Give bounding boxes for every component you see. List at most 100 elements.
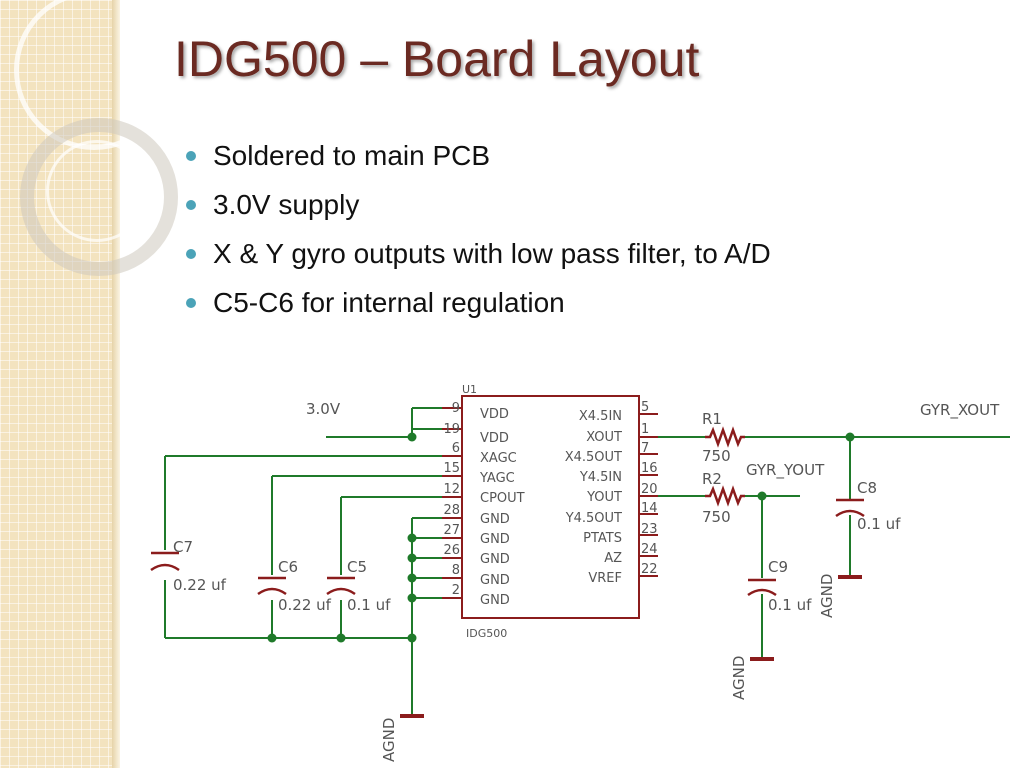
pin-name: GND	[480, 573, 510, 588]
pin-number: 19	[443, 422, 460, 437]
junction-dot	[407, 533, 417, 543]
pin-number: 14	[641, 501, 658, 516]
bullet-dot-icon	[186, 200, 196, 210]
agnd-label: AGND	[730, 656, 748, 700]
capacitor-labels: C7 0.22 uf C6 0.22 uf C5 0.1 uf C8 0.1 u…	[173, 479, 901, 614]
pin-number: 1	[641, 422, 649, 437]
ground-labels: AGND AGND AGND	[380, 574, 836, 762]
pin-number: 12	[443, 482, 460, 497]
chip-pins-left	[442, 407, 462, 599]
junction-dot	[757, 491, 767, 501]
pin-number: 23	[641, 522, 658, 537]
junction-dot	[407, 553, 417, 563]
pin-number: 28	[443, 503, 460, 518]
pin-name: GND	[480, 512, 510, 527]
r1-ref: R1	[702, 410, 722, 428]
bullet-dot-icon	[186, 249, 196, 259]
agnd-label: AGND	[380, 718, 398, 762]
pin-name: GND	[480, 593, 510, 608]
pin-number: 22	[641, 562, 658, 577]
pin-name: AZ	[604, 551, 622, 566]
ground-symbols	[400, 575, 862, 718]
c7-ref: C7	[173, 538, 193, 556]
junction-dot	[845, 432, 855, 442]
pin-number: 8	[452, 563, 460, 578]
pin-name: GND	[480, 552, 510, 567]
bullet-item: C5-C6 for internal regulation	[186, 285, 771, 334]
bullet-dot-icon	[186, 151, 196, 161]
r2-value: 750	[702, 508, 731, 526]
c6-value: 0.22 uf	[278, 596, 332, 614]
capacitor-c7-icon	[150, 551, 180, 572]
pin-number: 2	[452, 583, 460, 598]
chip-pins-right	[639, 413, 658, 577]
bullet-item: X & Y gyro outputs with low pass filter,…	[186, 236, 771, 285]
capacitor-c9-icon	[747, 578, 777, 597]
pin-name: Y4.5OUT	[565, 511, 622, 526]
pin-number: 9	[452, 401, 460, 416]
pin-name: XOUT	[586, 430, 622, 445]
resistor-labels: R1 750 R2 750	[702, 410, 731, 526]
c5-ref: C5	[347, 558, 367, 576]
pin-name: GND	[480, 532, 510, 547]
c8-ref: C8	[857, 479, 877, 497]
pin-name: VDD	[480, 431, 509, 446]
pin-name: XAGC	[480, 451, 517, 466]
pin-number: 6	[452, 441, 460, 456]
pin-name: X4.5IN	[579, 409, 622, 424]
agnd-label: AGND	[818, 574, 836, 618]
bullet-dot-icon	[186, 298, 196, 308]
pin-name: YAGC	[479, 471, 515, 486]
pin-name: VDD	[480, 407, 509, 422]
pin-name: X4.5OUT	[565, 450, 622, 465]
resistor-r2-icon	[705, 485, 745, 507]
junction-dot	[336, 633, 346, 643]
pin-number: 5	[641, 400, 649, 415]
slide-title: IDG500 – Board Layout	[174, 31, 700, 87]
resistor-r1-icon	[705, 426, 745, 448]
bullet-item: 3.0V supply	[186, 187, 771, 236]
capacitor-symbols	[150, 498, 865, 597]
pin-number: 15	[443, 461, 460, 476]
r2-ref: R2	[702, 470, 722, 488]
junction-dot	[407, 432, 417, 442]
pin-number: 16	[641, 461, 658, 476]
c7-value: 0.22 uf	[173, 576, 227, 594]
left-pin-numbers: 9 19 6 15 12 28 27 26 8 2	[443, 401, 460, 598]
capacitor-c8-icon	[835, 498, 865, 518]
sidebar-edge	[112, 0, 120, 768]
chip-body	[461, 395, 640, 619]
junction-dot	[267, 633, 277, 643]
pin-number: 27	[443, 523, 460, 538]
pin-number: 24	[641, 542, 658, 557]
pin-name: CPOUT	[480, 491, 525, 506]
bullet-item: Soldered to main PCB	[186, 138, 771, 187]
bullet-list: Soldered to main PCB 3.0V supply X & Y g…	[186, 138, 771, 334]
junction-dot	[407, 633, 417, 643]
pin-name: Y4.5IN	[579, 470, 622, 485]
chip-ref-label: U1	[462, 383, 477, 396]
pin-number: 20	[641, 482, 658, 497]
capacitor-c5-icon	[326, 576, 356, 596]
resistor-symbols	[705, 426, 745, 507]
junction-dot	[407, 593, 417, 603]
right-pin-names: X4.5IN XOUT X4.5OUT Y4.5IN YOUT Y4.5OUT …	[565, 409, 622, 586]
r1-value: 750	[702, 447, 731, 465]
pin-name: YOUT	[586, 490, 622, 505]
pin-name: VREF	[588, 571, 622, 586]
c6-ref: C6	[278, 558, 298, 576]
right-pin-numbers: 5 1 7 16 20 14 23 24 22	[641, 400, 658, 577]
decorative-ring	[46, 140, 148, 242]
pin-number: 26	[443, 543, 460, 558]
c5-value: 0.1 uf	[347, 596, 391, 614]
pin-name: PTATS	[583, 531, 622, 546]
left-pin-names: VDD VDD XAGC YAGC CPOUT GND GND GND GND …	[479, 407, 525, 608]
pin-number: 7	[641, 441, 649, 456]
capacitor-c6-icon	[257, 576, 287, 596]
c8-value: 0.1 uf	[857, 515, 901, 533]
junction-dots	[267, 432, 855, 643]
junction-dot	[407, 573, 417, 583]
supply-label: 3.0V	[306, 400, 341, 418]
c9-value: 0.1 uf	[768, 596, 812, 614]
